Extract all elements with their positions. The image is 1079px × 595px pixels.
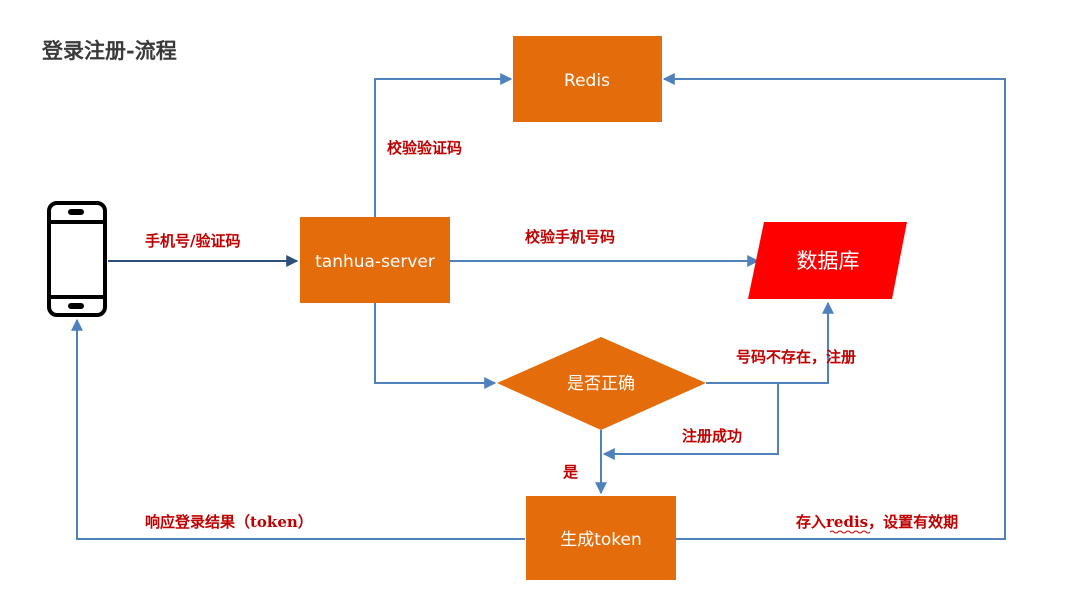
database-node: 数据库 bbox=[748, 222, 907, 299]
label-decision-to-token: 是 bbox=[562, 463, 579, 481]
edge-token-to-redis bbox=[662, 73, 1006, 540]
label-server-to-redis: 校验验证码 bbox=[387, 139, 462, 157]
server-label: tanhua-server bbox=[315, 252, 435, 272]
label-token-to-redis-prefix: 存入 bbox=[796, 513, 826, 531]
decision-node: 是否正确 bbox=[497, 337, 706, 430]
smartphone-icon bbox=[47, 201, 107, 317]
page-title: 登录注册-流程 bbox=[41, 38, 177, 63]
edge-server-to-redis bbox=[374, 73, 513, 217]
edge-server-to-decision bbox=[374, 303, 497, 389]
redis-label: Redis bbox=[564, 71, 610, 91]
token-node: 生成token bbox=[526, 496, 676, 580]
spellcheck-underline bbox=[829, 530, 871, 534]
database-label: 数据库 bbox=[797, 249, 860, 273]
edge-database-to-token bbox=[602, 383, 779, 460]
label-token-to-phone: 响应登录结果（token） bbox=[145, 513, 313, 531]
label-database-to-token: 注册成功 bbox=[682, 427, 742, 445]
label-token-to-redis: 存入redis，设置有效期 bbox=[796, 513, 958, 531]
redis-node: Redis bbox=[513, 36, 662, 122]
edge-token-to-phone bbox=[71, 318, 525, 540]
label-token-to-redis-suffix: ，设置有效期 bbox=[868, 513, 958, 531]
server-node: tanhua-server bbox=[300, 217, 450, 303]
label-phone-to-server: 手机号/验证码 bbox=[145, 232, 240, 250]
label-server-to-database: 校验手机号码 bbox=[525, 228, 615, 246]
decision-label: 是否正确 bbox=[567, 374, 635, 394]
label-decision-to-database: 号码不存在，注册 bbox=[736, 348, 856, 366]
edge-decision-to-database bbox=[706, 301, 834, 384]
label-token-to-redis-word: redis bbox=[826, 513, 868, 531]
token-label: 生成token bbox=[560, 530, 642, 550]
